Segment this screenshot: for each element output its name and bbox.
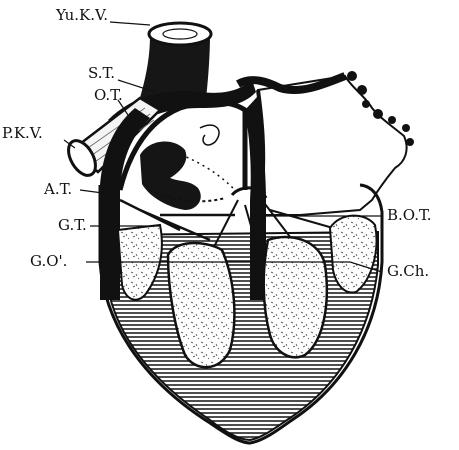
label-go: G.O'. [30, 254, 67, 269]
left-atrium-outline [258, 76, 407, 215]
label-bot: B.O.T. [387, 208, 432, 223]
label-ot: O.T. [94, 88, 123, 103]
upper-vessel-opening [149, 23, 211, 45]
label-yu-kv: Yu.K.V. [56, 8, 108, 23]
valve-area [140, 142, 201, 210]
label-pkv: P.K.V. [2, 126, 43, 141]
label-gch: G.Ch. [387, 264, 429, 279]
label-gt: G.T. [58, 218, 87, 233]
label-at: A.T. [44, 182, 72, 197]
label-st: S.T. [88, 66, 115, 81]
papillary-right [264, 237, 327, 357]
